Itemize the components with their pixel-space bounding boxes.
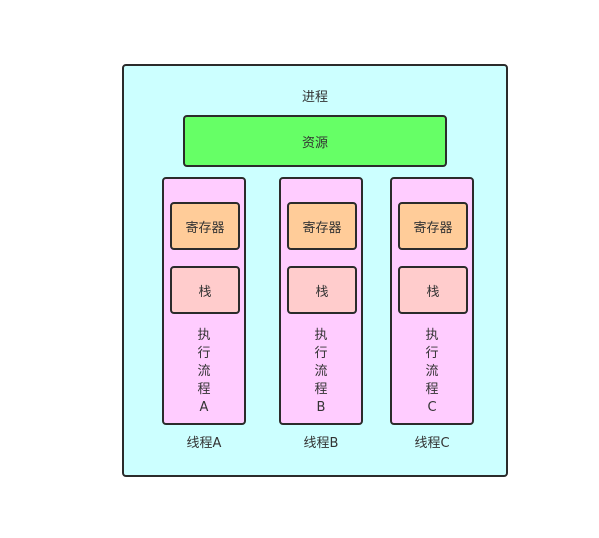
register-label-a: 寄存器	[185, 220, 225, 236]
execution-flow-label-c: 执 行 流 程 C	[425, 328, 439, 415]
thread-box-a: 寄存器 栈 执 行 流 程 A	[162, 177, 246, 425]
thread-name-c: 线程C	[414, 436, 450, 451]
thread-name-b: 线程B	[303, 436, 339, 451]
stack-box-b: 栈	[287, 266, 357, 314]
register-label-c: 寄存器	[413, 220, 453, 236]
execution-flow-label-b: 执 行 流 程 B	[314, 328, 328, 415]
register-box-a: 寄存器	[170, 202, 240, 250]
thread-name-a: 线程A	[186, 436, 222, 451]
stack-box-c: 栈	[398, 266, 468, 314]
register-box-c: 寄存器	[398, 202, 468, 250]
resource-label: 资源	[301, 135, 328, 151]
stack-label-c: 栈	[426, 284, 440, 300]
thread-box-c: 寄存器 栈 执 行 流 程 C	[390, 177, 474, 425]
process-title: 进程	[301, 90, 328, 105]
stack-label-b: 栈	[315, 284, 329, 300]
register-box-b: 寄存器	[287, 202, 357, 250]
stack-box-a: 栈	[170, 266, 240, 314]
resource-box: 资源	[183, 115, 447, 167]
register-label-b: 寄存器	[302, 220, 342, 236]
execution-flow-label-a: 执 行 流 程 A	[197, 328, 211, 415]
stack-label-a: 栈	[198, 284, 212, 300]
thread-box-b: 寄存器 栈 执 行 流 程 B	[279, 177, 363, 425]
